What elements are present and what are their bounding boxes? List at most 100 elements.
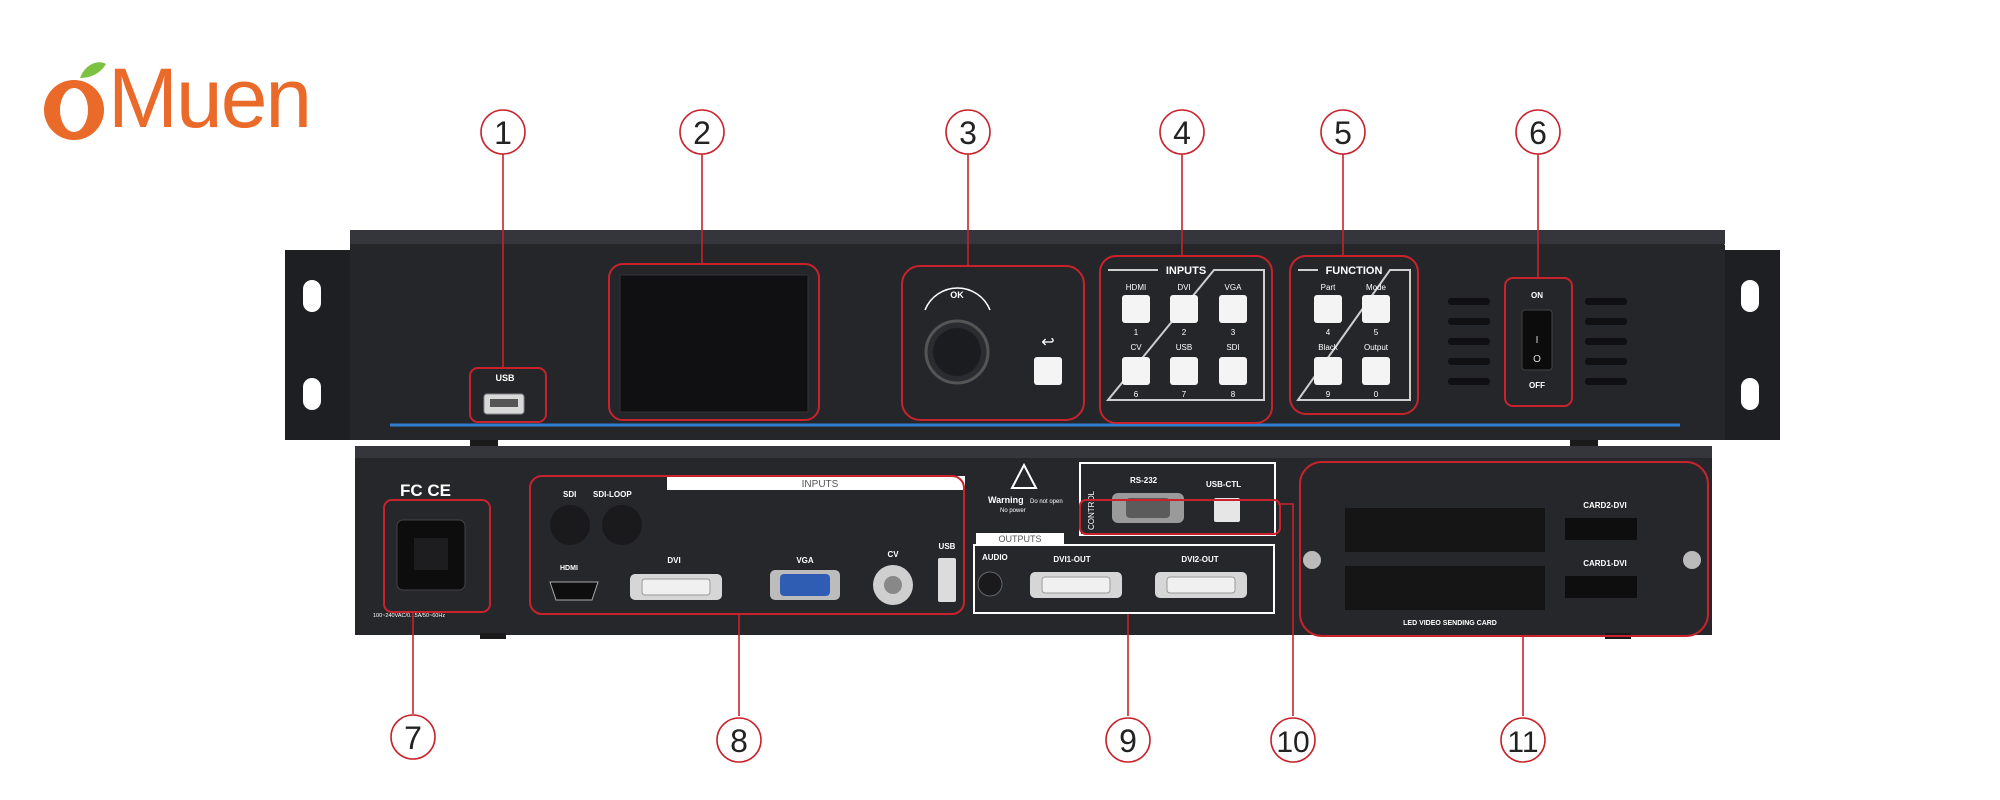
mode-button[interactable]: [1362, 295, 1390, 323]
callout-5: 5: [1334, 115, 1352, 151]
power-i-glyph: I: [1536, 335, 1539, 346]
callout-circle: [1159, 109, 1205, 155]
func-btn-num: 5: [1374, 328, 1379, 337]
audio-jack[interactable]: [977, 571, 1003, 597]
callout-3: 3: [959, 115, 977, 151]
front-usb-label: USB: [495, 373, 515, 383]
knob-arc: [924, 287, 991, 311]
power-switch[interactable]: [1521, 309, 1553, 371]
front-chassis: [350, 230, 1725, 440]
vga-label: VGA: [796, 556, 814, 565]
callout-circle: [945, 109, 991, 155]
func-btn-label: Black: [1318, 343, 1339, 352]
callout-1: 1: [494, 115, 512, 151]
callout-circle: [716, 717, 762, 763]
callout-8: 8: [730, 723, 748, 759]
cv-bnc-core: [884, 576, 902, 594]
warning-text-2: No power: [1000, 508, 1026, 514]
input-btn-label: VGA: [1225, 283, 1243, 292]
warning-title: Warning: [988, 495, 1024, 505]
highlight-10: [1079, 499, 1281, 535]
callout-9: 9: [1119, 723, 1137, 759]
ear-hole: [303, 378, 321, 410]
rear-usb-port[interactable]: [938, 558, 956, 602]
part-button[interactable]: [1314, 295, 1342, 323]
ear-hole: [303, 280, 321, 312]
knob-inner: [933, 328, 981, 376]
dvi-pins: [1041, 576, 1111, 594]
input-btn-label: CV: [1130, 343, 1142, 352]
front-vents: [1448, 298, 1627, 385]
callout-circle: [679, 109, 725, 155]
power-off-label: OFF: [1529, 381, 1545, 390]
input-btn-label: DVI: [1177, 283, 1190, 292]
function-frame: [1296, 269, 1411, 401]
callouts: 1 2 3 4 5 6 7 8 9 10 11: [390, 109, 1561, 763]
power-on-label: ON: [1531, 291, 1543, 300]
black-button[interactable]: [1314, 357, 1342, 385]
callout-circle: [1500, 717, 1546, 763]
thumbscrew: [1683, 551, 1701, 569]
ear-hole: [1741, 280, 1759, 312]
sdi-input-button[interactable]: [1219, 357, 1247, 385]
callout-circle: [1270, 717, 1316, 763]
card2-label: CARD2-DVI: [1583, 501, 1627, 510]
chassis-top-edge: [350, 230, 1725, 244]
warning-icon: [1010, 462, 1038, 489]
outputs-frame: [973, 544, 1275, 614]
func-btn-label: Mode: [1366, 283, 1387, 292]
hdmi-input-button[interactable]: [1122, 295, 1150, 323]
callout-6: 6: [1529, 115, 1547, 151]
input-btn-label: HDMI: [1126, 283, 1146, 292]
card-slot-2: [1345, 508, 1545, 552]
callout-4: 4: [1173, 115, 1191, 151]
highlight-5: [1289, 255, 1419, 415]
dvi-in-label: DVI: [667, 556, 680, 565]
dvi-pins: [641, 578, 711, 596]
callout-7: 7: [404, 720, 422, 756]
muen-logo: Muen: [38, 48, 338, 148]
sdi-loop-label: SDI-LOOP: [593, 490, 632, 499]
dvi-input-button[interactable]: [1170, 295, 1198, 323]
input-btn-num: 7: [1182, 390, 1187, 399]
brand-name: Muen: [108, 51, 312, 145]
left-rack-ear: [285, 250, 355, 440]
foot: [1570, 440, 1598, 446]
input-btn-label: SDI: [1226, 343, 1239, 352]
callout-circle: [1320, 109, 1366, 155]
usb-input-button[interactable]: [1170, 357, 1198, 385]
rs232-label: RS-232: [1130, 476, 1158, 485]
card1-label: CARD1-DVI: [1583, 559, 1627, 568]
input-btn-num: 2: [1182, 328, 1187, 337]
output-button[interactable]: [1362, 357, 1390, 385]
func-btn-label: Part: [1321, 283, 1336, 292]
usb-ctl-port[interactable]: [1214, 498, 1240, 522]
func-btn-num: 4: [1326, 328, 1331, 337]
function-title: FUNCTION: [1326, 265, 1383, 277]
cv-input-button[interactable]: [1122, 357, 1150, 385]
rear-inputs-band: [667, 476, 965, 490]
rear-top-edge: [355, 446, 1712, 458]
back-button[interactable]: [1034, 357, 1062, 385]
func-btn-label: Output: [1364, 343, 1389, 352]
audio-label: AUDIO: [982, 553, 1008, 562]
callout-circle: [480, 109, 526, 155]
hdmi-port[interactable]: [549, 581, 599, 601]
highlight-3: [901, 265, 1085, 421]
thumbscrew: [1303, 551, 1321, 569]
vga-input-button[interactable]: [1219, 295, 1247, 323]
card2-dvi-port[interactable]: [1565, 518, 1637, 540]
callout-11: 11: [1507, 726, 1538, 759]
warning-text-1: Do not open: [1030, 499, 1063, 505]
sdi-connector[interactable]: [550, 505, 590, 545]
callout-circle: [1515, 109, 1561, 155]
highlight-boxes: [383, 255, 1709, 637]
certification-marks: FC CE: [400, 481, 451, 500]
input-btn-num: 8: [1231, 390, 1236, 399]
callout-10: 10: [1276, 726, 1309, 759]
card1-dvi-port[interactable]: [1565, 576, 1637, 598]
apple-logo-icon: [44, 62, 106, 140]
sdi-loop-connector[interactable]: [602, 505, 642, 545]
cv-label: CV: [887, 550, 899, 559]
